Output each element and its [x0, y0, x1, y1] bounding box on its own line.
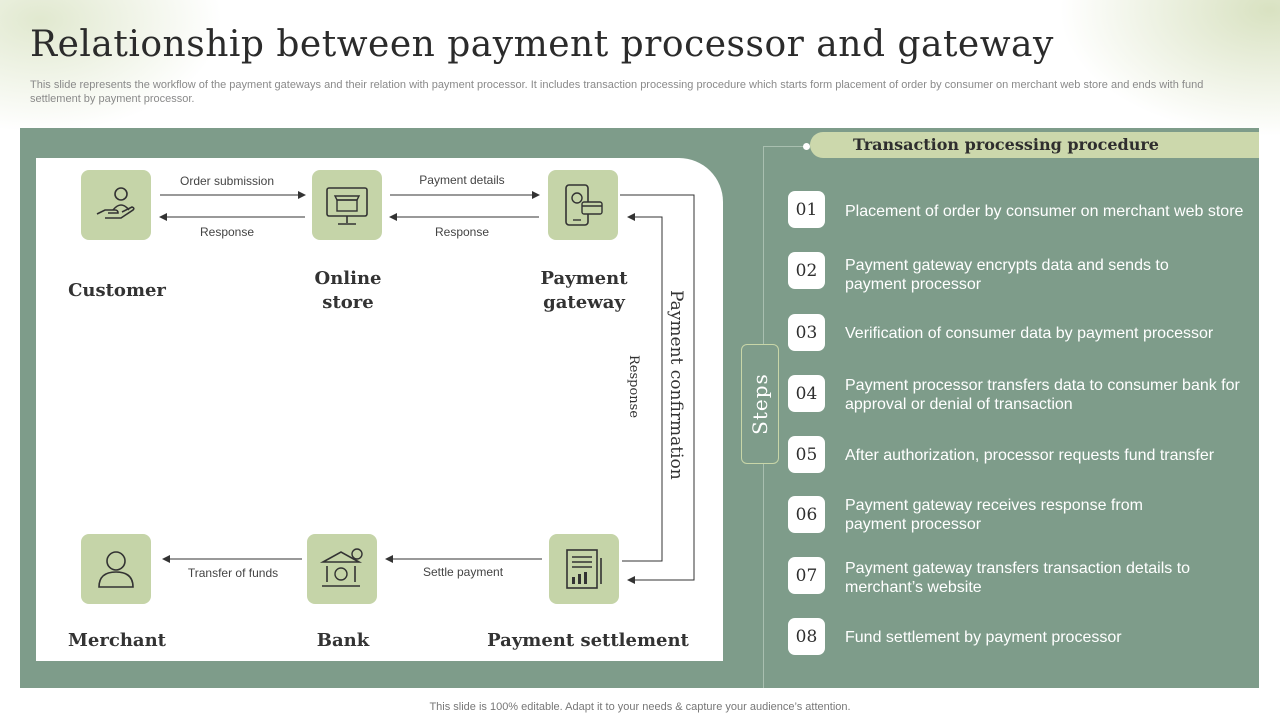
bank-node: [307, 534, 377, 604]
footer-note: This slide is 100% editable. Adapt it to…: [429, 701, 851, 713]
step-number: 01: [788, 191, 825, 228]
computer-store-icon: [326, 187, 368, 225]
payment-gateway-node: [548, 170, 618, 240]
step-text: Payment processor transfers data to cons…: [845, 377, 1240, 413]
step-text: Verification of consumer data by payment…: [845, 325, 1214, 342]
online-store-label: Online store: [314, 268, 382, 313]
edge-label-settle-payment: Settle payment: [422, 565, 504, 579]
user-icon: [98, 551, 134, 588]
step-number: 08: [788, 618, 825, 655]
section-title-pill: [810, 132, 1259, 158]
bank-icon: [319, 548, 363, 587]
step-number: 02: [788, 252, 825, 289]
connector-dot: [803, 143, 810, 150]
steps-connector-horizontal: [763, 146, 807, 147]
mobile-payment-icon: [565, 184, 603, 226]
merchant-node: [81, 534, 151, 604]
steps-tab: Steps: [741, 344, 779, 464]
edge-label-order-submission: Order submission: [179, 174, 275, 188]
step-number: 05: [788, 436, 825, 473]
page-subtitle: This slide represents the workflow of th…: [30, 79, 1204, 105]
edge-label-payment-details: Payment details: [419, 173, 505, 187]
steps-tab-label: Steps: [748, 373, 773, 435]
customer-label: Customer: [68, 280, 166, 301]
bank-label: Bank: [316, 630, 370, 651]
payment-gateway-label: Payment gateway: [540, 268, 628, 313]
hand-user-icon: [96, 187, 135, 219]
step-number: 03: [788, 314, 825, 351]
merchant-label: Merchant: [68, 630, 166, 651]
step-number: 07: [788, 557, 825, 594]
payment-settlement-label: Payment settlement: [487, 630, 689, 651]
step-text: Fund settlement by payment processor: [845, 629, 1122, 646]
edge-label-transfer-of-funds: Transfer of funds: [187, 566, 279, 580]
customer-node: [81, 170, 151, 240]
step-number: 04: [788, 375, 825, 412]
step-text: Placement of order by consumer on mercha…: [845, 203, 1244, 220]
payment-settlement-node: [549, 534, 619, 604]
step-text: Payment gateway encrypts data and sends …: [845, 257, 1169, 293]
section-title: Transaction processing procedure: [853, 135, 1159, 154]
page-title: Relationship between payment processor a…: [30, 24, 1054, 65]
step-text: After authorization, processor requests …: [845, 447, 1215, 464]
step-text: Payment gateway receives response from p…: [845, 497, 1143, 533]
edge-label-response-1: Response: [199, 225, 255, 239]
step-number: 06: [788, 496, 825, 533]
edge-label-response-2: Response: [434, 225, 490, 239]
online-store-node: [312, 170, 382, 240]
invoice-chart-icon: [566, 549, 602, 589]
edge-label-payment-confirmation: Payment confirmation: [666, 290, 686, 480]
step-text: Payment gateway transfers transaction de…: [845, 560, 1191, 596]
edge-label-response-3: Response: [626, 355, 641, 419]
